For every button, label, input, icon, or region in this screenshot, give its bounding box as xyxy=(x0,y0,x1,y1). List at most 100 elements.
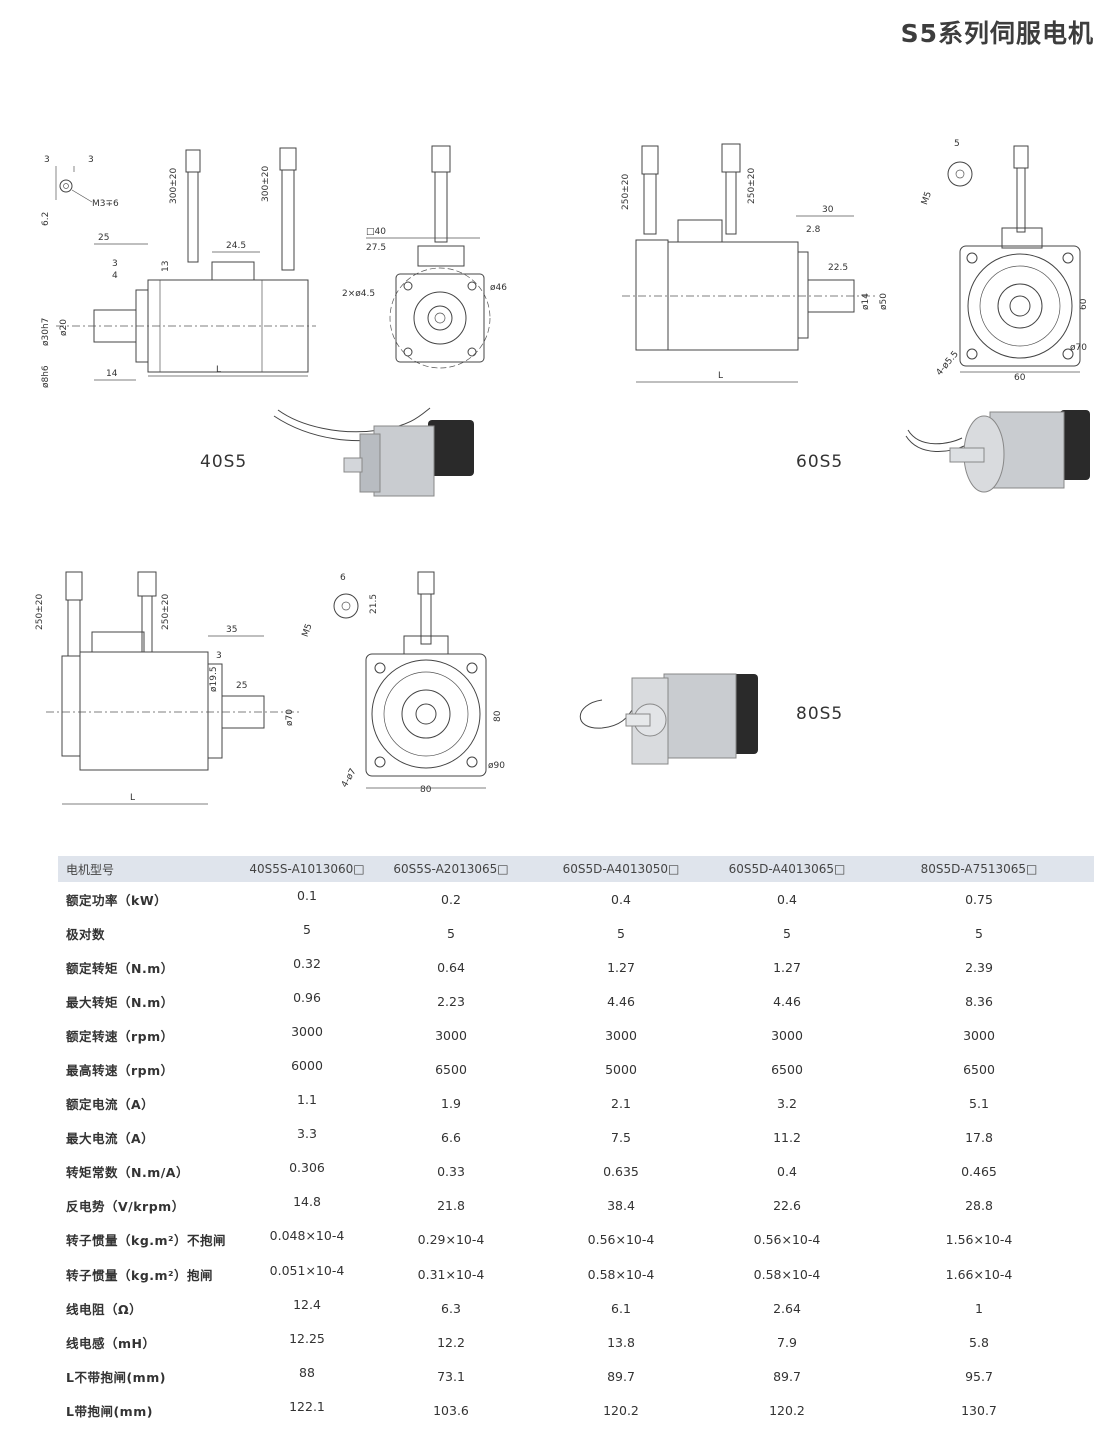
drawing-80s5-front: 6 M5 21.5 80 80 4-ø7 ø90 xyxy=(300,566,520,806)
svg-text:3: 3 xyxy=(112,259,118,269)
row-label: L带抱闸(mm) xyxy=(66,1403,153,1419)
svg-text:25: 25 xyxy=(98,233,109,243)
svg-text:3: 3 xyxy=(88,155,94,165)
row-label: 额定转矩（N.m） xyxy=(66,960,174,976)
table-cell: 7.5 xyxy=(611,1130,631,1146)
row-label: 转矩常数（N.m/A） xyxy=(66,1165,189,1181)
table-header: 电机型号 40S5S-A1013060□ 60S5S-A2013065□ 60S… xyxy=(58,856,1094,882)
drawing-60s5-front: 5 M5 60 4-ø5.5 ø70 60 xyxy=(920,136,1100,386)
table-cell: 5 xyxy=(447,925,455,941)
header-cell: 60S5S-A2013065□ xyxy=(393,862,509,876)
svg-text:L: L xyxy=(130,793,135,803)
svg-text:300±20: 300±20 xyxy=(169,168,179,204)
table-cell: 3.3 xyxy=(297,1126,317,1142)
svg-text:35: 35 xyxy=(226,625,237,635)
row-label: 转子惯量（kg.m²）抱闸 xyxy=(66,1267,214,1283)
svg-text:4: 4 xyxy=(112,271,118,281)
svg-text:M5: M5 xyxy=(301,622,315,638)
svg-text:2×ø4.5: 2×ø4.5 xyxy=(342,289,375,299)
svg-text:ø30h7: ø30h7 xyxy=(41,318,51,346)
svg-text:3: 3 xyxy=(44,155,50,165)
header-cell: 60S5D-A4013050□ xyxy=(562,862,680,876)
svg-text:14: 14 xyxy=(106,369,118,379)
table-cell: 3000 xyxy=(291,1023,323,1039)
svg-text:ø70: ø70 xyxy=(1070,343,1087,353)
table-cell: 4.46 xyxy=(607,993,635,1009)
svg-text:ø8h6: ø8h6 xyxy=(41,365,51,388)
svg-text:6: 6 xyxy=(340,573,346,583)
svg-text:3: 3 xyxy=(216,651,222,661)
table-cell: 0.96 xyxy=(293,989,321,1005)
svg-text:250±20: 250±20 xyxy=(747,168,757,204)
table-cell: 0.64 xyxy=(437,959,465,975)
table-cell: 28.8 xyxy=(965,1198,993,1214)
svg-text:13: 13 xyxy=(161,261,171,272)
svg-text:4-ø5.5: 4-ø5.5 xyxy=(935,349,961,377)
table-cell: 0.048×10-4 xyxy=(269,1228,345,1244)
table-cell: 120.2 xyxy=(769,1402,805,1418)
row-label: 转子惯量（kg.m²）不抱闸 xyxy=(66,1233,227,1249)
table-cell: 1.27 xyxy=(607,959,635,975)
model-label-60s5: 60S5 xyxy=(796,452,844,472)
svg-text:5: 5 xyxy=(954,139,960,149)
svg-text:27.5: 27.5 xyxy=(366,243,386,253)
table-cell: 0.635 xyxy=(603,1164,639,1180)
table-cell: 6000 xyxy=(291,1058,323,1074)
svg-text:ø14: ø14 xyxy=(861,293,871,310)
table-cell: 0.306 xyxy=(289,1160,325,1176)
header-cell: 60S5D-A4013065□ xyxy=(728,862,846,876)
table-cell: 73.1 xyxy=(437,1368,465,1384)
table-cell: 2.23 xyxy=(437,993,465,1009)
table-cell: 88 xyxy=(299,1364,315,1380)
motor-photo-80s5 xyxy=(572,660,762,770)
drawing-60s5-side: 250±20 250±20 30 2.8 22.5 ø14 ø50 L xyxy=(618,140,898,390)
table-cell: 0.4 xyxy=(611,891,631,907)
row-label: 最高转速（rpm） xyxy=(66,1063,174,1079)
table-cell: 5 xyxy=(303,921,311,937)
svg-text:60: 60 xyxy=(1014,373,1026,383)
svg-text:2.8: 2.8 xyxy=(806,225,821,235)
table-cell: 12.25 xyxy=(289,1330,325,1346)
table-cell: 1 xyxy=(975,1300,983,1316)
table-cell: 1.9 xyxy=(441,1096,461,1112)
table-cell: 0.1 xyxy=(297,887,317,903)
table-cell: 0.4 xyxy=(777,891,797,907)
table-cell: 6.6 xyxy=(441,1130,461,1146)
table-cell: 3000 xyxy=(435,1027,467,1043)
header-cell: 40S5S-A1013060□ xyxy=(249,862,365,876)
row-label: 额定功率（kW） xyxy=(66,892,168,908)
svg-text:ø19.5: ø19.5 xyxy=(209,666,219,692)
header-cell: 80S5D-A7513065□ xyxy=(920,862,1038,876)
table-cell: 22.6 xyxy=(773,1198,801,1214)
table-cell: 12.2 xyxy=(437,1334,465,1350)
table-cell: 1.1 xyxy=(297,1092,317,1108)
svg-text:80: 80 xyxy=(420,785,432,795)
spec-table: 电机型号 40S5S-A1013060□ 60S5S-A2013065□ 60S… xyxy=(58,856,1094,1428)
svg-text:M3∓6: M3∓6 xyxy=(92,199,119,209)
svg-text:ø46: ø46 xyxy=(490,283,507,293)
table-cell: 130.7 xyxy=(961,1402,997,1418)
table-cell: 103.6 xyxy=(433,1402,469,1418)
table-cell: 6.3 xyxy=(441,1300,461,1316)
table-cell: 0.051×10-4 xyxy=(269,1262,345,1278)
table-cell: 4.46 xyxy=(773,993,801,1009)
table-cell: 89.7 xyxy=(607,1368,635,1384)
table-cell: 0.58×10-4 xyxy=(753,1266,821,1282)
table-cell: 3.2 xyxy=(777,1096,797,1112)
table-cell: 5 xyxy=(783,925,791,941)
table-cell: 5.1 xyxy=(969,1096,989,1112)
table-cell: 6500 xyxy=(963,1062,995,1078)
table-cell: 120.2 xyxy=(603,1402,639,1418)
svg-text:300±20: 300±20 xyxy=(261,166,271,202)
table-cell: 0.75 xyxy=(965,891,993,907)
svg-text:60: 60 xyxy=(1079,298,1089,310)
svg-text:ø20: ø20 xyxy=(59,319,69,336)
table-cell: 0.4 xyxy=(777,1164,797,1180)
